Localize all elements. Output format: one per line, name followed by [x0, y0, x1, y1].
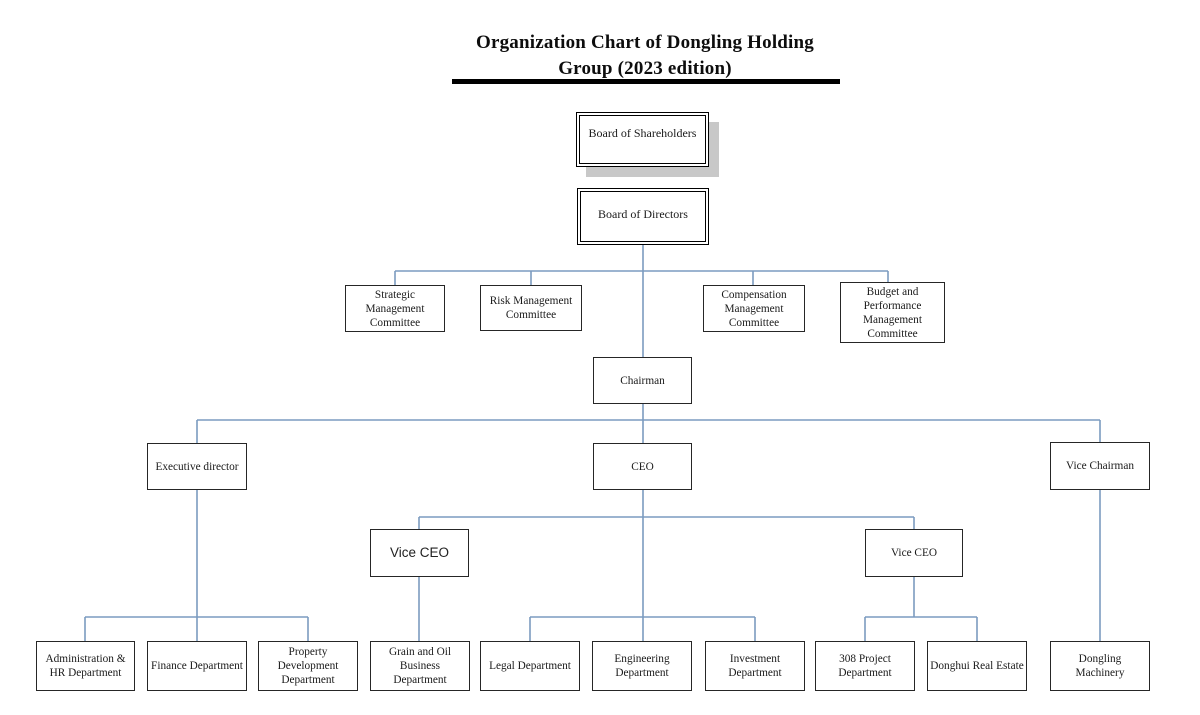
- node-label: Strategic Management Committee: [365, 288, 425, 329]
- node-label: Vice CEO: [389, 545, 450, 560]
- node-engineering-department: Engineering Department: [592, 641, 692, 691]
- node-label: Finance Department: [151, 660, 243, 672]
- page-title-line2: Group (2023 edition): [558, 58, 732, 79]
- node-risk-management-committee: Risk Management Committee: [480, 285, 582, 331]
- page-title: Organization Chart of Dongling Holding G…: [345, 30, 945, 82]
- node-property-development-department: Property Development Department: [258, 641, 358, 691]
- node-label: Legal Department: [489, 660, 571, 672]
- node-administration-hr-department: Administration & HR Department: [36, 641, 135, 691]
- node-investment-department: Investment Department: [705, 641, 805, 691]
- node-vice-chairman: Vice Chairman: [1050, 442, 1150, 490]
- node-label: Chairman: [620, 374, 665, 387]
- node-legal-department: Legal Department: [480, 641, 580, 691]
- node-308-project-department: 308 Project Department: [815, 641, 915, 691]
- node-board-of-shareholders: Board of Shareholders: [576, 112, 709, 167]
- node-vice-ceo-right: Vice CEO: [865, 529, 963, 577]
- node-label: Vice CEO: [890, 547, 938, 559]
- node-budget-performance-management-committee: Budget and Performance Management Commit…: [840, 282, 945, 343]
- node-label: CEO: [631, 460, 654, 473]
- node-label: Administration & HR Department: [45, 653, 126, 679]
- node-label: Grain and Oil Business Department: [388, 646, 452, 686]
- title-underline: [452, 79, 840, 84]
- node-donghui-real-estate: Donghui Real Estate: [927, 641, 1027, 691]
- node-label: Board of Shareholders: [588, 125, 697, 140]
- node-label: Compensation Management Committee: [721, 288, 787, 329]
- node-label: Risk Management Committee: [489, 295, 573, 321]
- node-board-of-directors: Board of Directors: [577, 188, 709, 245]
- node-label: Dongling Machinery: [1075, 653, 1125, 679]
- node-label: 308 Project Department: [838, 653, 892, 679]
- node-label: Budget and Performance Management Commit…: [863, 285, 922, 340]
- node-label: Board of Directors: [598, 206, 688, 221]
- node-dongling-machinery: Dongling Machinery: [1050, 641, 1150, 691]
- inner-frame: [579, 115, 706, 164]
- node-grain-and-oil-business-department: Grain and Oil Business Department: [370, 641, 470, 691]
- page-title-line1: Organization Chart of Dongling Holding: [475, 32, 815, 53]
- node-executive-director: Executive director: [147, 443, 247, 490]
- node-vice-ceo-left: Vice CEO: [370, 529, 469, 577]
- node-label: Executive director: [155, 460, 239, 473]
- node-ceo: CEO: [593, 443, 692, 490]
- node-finance-department: Finance Department: [147, 641, 247, 691]
- node-label: Vice Chairman: [1065, 460, 1135, 472]
- node-label: Investment Department: [728, 653, 782, 679]
- node-compensation-management-committee: Compensation Management Committee: [703, 285, 805, 332]
- node-chairman: Chairman: [593, 357, 692, 404]
- node-label: Property Development Department: [277, 646, 339, 686]
- node-label: Donghui Real Estate: [930, 660, 1024, 672]
- node-strategic-management-committee: Strategic Management Committee: [345, 285, 445, 332]
- node-label: Engineering Department: [614, 653, 670, 679]
